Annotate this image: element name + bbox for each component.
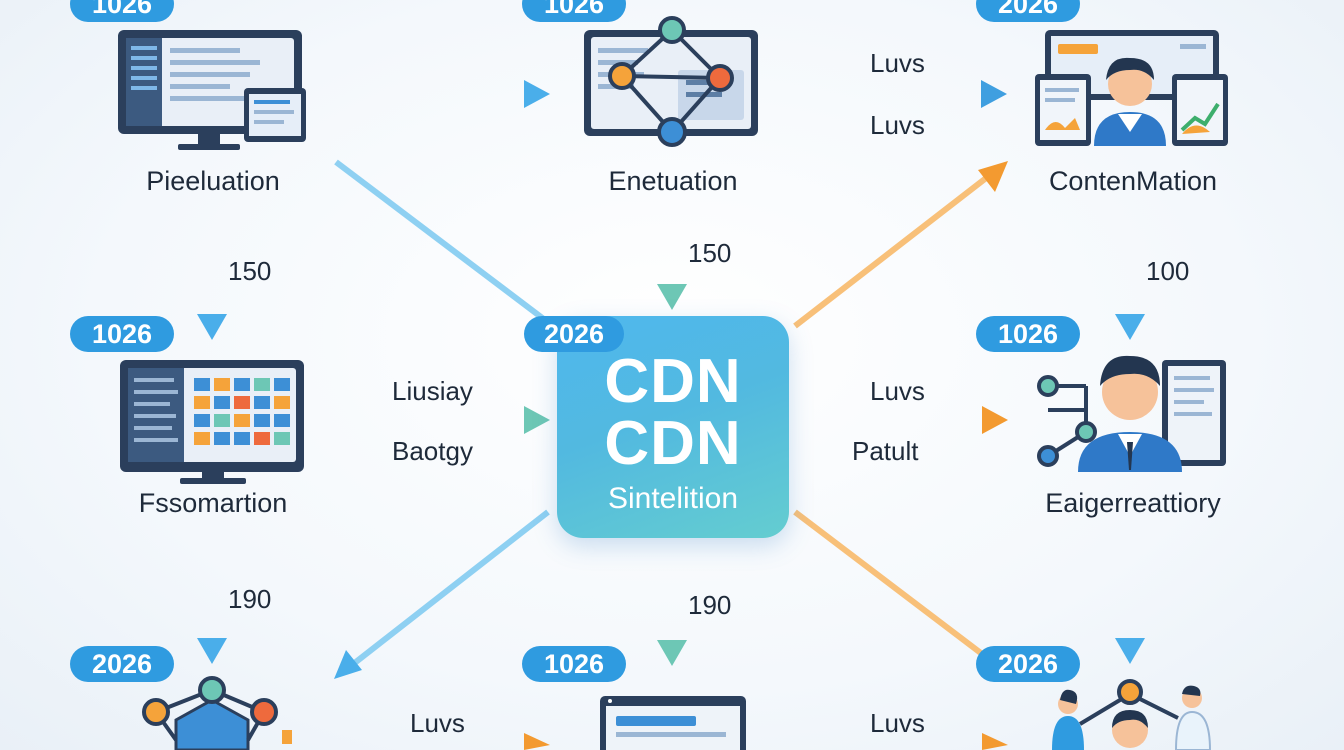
monitor-dashboard-icon [118, 30, 306, 150]
edge-label-top-mid-to-center: 150 [688, 238, 732, 268]
badge-mid-right: 1026 [976, 316, 1080, 352]
edge-label-center-to-bottom-mid: 190 [688, 590, 732, 620]
edge-label-mid-left-to-bottom-left: 190 [228, 584, 272, 614]
badge-bottom-right: 2026 [976, 646, 1080, 682]
edge-top-mid-to-center [657, 208, 687, 310]
person-dashboard-icon [1035, 30, 1228, 146]
node-label-top-mid: Enetuation [608, 166, 738, 196]
badge-top-mid: 1026 [522, 0, 626, 22]
node-label-mid-right: Eaigerreattiory [1045, 488, 1221, 518]
edge-label-mid-left-to-center-a: Liusiay [392, 376, 473, 406]
badge-bottom-left: 2026 [70, 646, 174, 682]
badge-top-right: 2026 [976, 0, 1080, 22]
edge-top-left-to-mid-left [197, 208, 227, 340]
edge-top-left-to-center [334, 159, 547, 323]
node-label-top-left: Pieeluation [146, 166, 280, 196]
edge-bottom-left-to-bottom-mid [336, 733, 550, 750]
edge-label-center-to-mid-right-a: Luvs [870, 376, 925, 406]
edge-mid-left-to-center [336, 406, 550, 434]
edge-label-bottom-left-to-bottom-mid: Luvs [410, 708, 465, 738]
badge-center: 2026 [524, 316, 624, 352]
badge-top-left: 1026 [70, 0, 174, 22]
edge-bottom-mid-to-bottom-right [795, 733, 1008, 750]
center-node: CDN CDN Sintelition [557, 316, 789, 538]
badge-mid-left: 1026 [70, 316, 174, 352]
edge-label-mid-left-to-center-b: Baotgy [392, 436, 473, 466]
center-line-3: Sintelition [607, 482, 739, 515]
node-label-top-right: ContenMation [1048, 166, 1218, 196]
edge-top-mid-to-top-right [795, 80, 1007, 108]
edge-label-top-right-to-mid-right: 100 [1146, 256, 1190, 286]
edge-top-right-to-bottom-right [1115, 530, 1145, 664]
node-label-mid-left: Fssomartion [138, 488, 288, 518]
browser-window-icon [600, 696, 746, 750]
edge-top-left-to-top-mid [336, 80, 550, 108]
edge-label-center-to-mid-right-b: Patult [852, 436, 919, 466]
center-line-2: CDN [604, 409, 742, 478]
edge-mid-left-to-bottom-left [197, 530, 227, 664]
hexagon-network-icon [142, 676, 292, 750]
center-line-1: CDN [604, 347, 742, 416]
edge-center-to-bottom-left [334, 509, 550, 679]
person-network-icon [1037, 355, 1226, 472]
edge-top-right-to-mid-right [1115, 208, 1145, 340]
edge-center-to-mid-right [800, 406, 1008, 434]
monitor-grid-icon [120, 360, 304, 484]
edge-label-bottom-mid-to-bottom-right: Luvs [870, 708, 925, 738]
edge-center-to-top-right [793, 161, 1008, 329]
edge-label-top-mid-to-top-right-b: Luvs [870, 110, 925, 140]
badge-bottom-mid: 1026 [522, 646, 626, 682]
network-screen-icon [584, 16, 758, 147]
edge-center-to-bottom-right [793, 509, 992, 663]
edge-label-top-left-to-mid-left: 150 [228, 256, 272, 286]
edge-label-top-mid-to-top-right-a: Luvs [870, 48, 925, 78]
edge-center-to-bottom-mid [657, 542, 687, 666]
team-people-icon [1052, 679, 1212, 750]
